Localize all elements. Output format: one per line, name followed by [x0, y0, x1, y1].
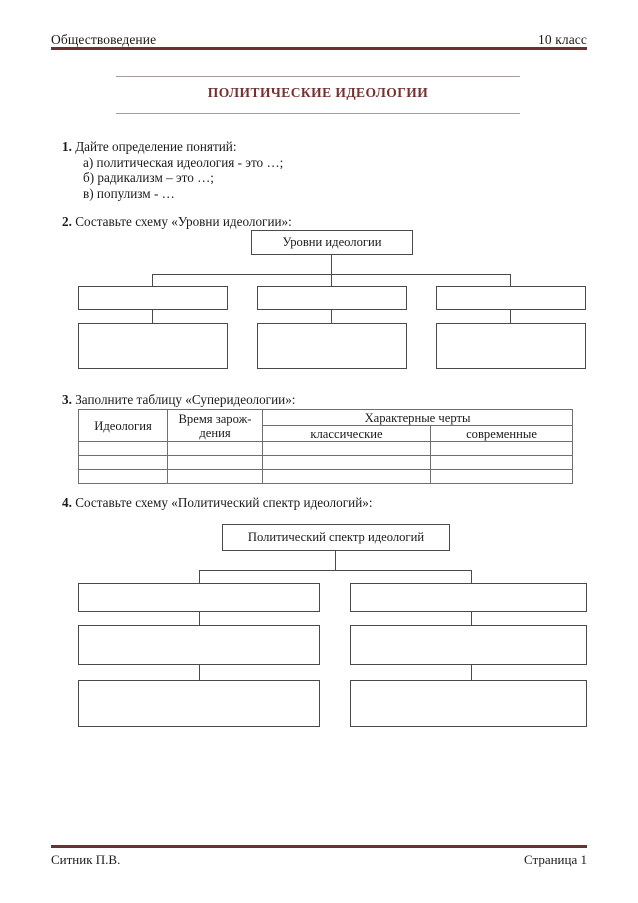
question-2-number: 2.: [62, 214, 72, 229]
table-body: [78, 441, 573, 484]
table-header-origin-time-line2: дения: [199, 425, 231, 440]
schema-spectrum-left-box-2[interactable]: [78, 625, 320, 665]
schema-spectrum-right-box-1[interactable]: [350, 583, 587, 612]
schema-spectrum-root-label: Политический спектр идеологий: [247, 530, 425, 544]
header-grade: 10 класс: [538, 32, 587, 47]
schema-levels-col3-upper-box[interactable]: [436, 286, 586, 310]
connector-drop-1: [152, 274, 154, 287]
table-superideologies: Идеология Время зарож- дения Характерные…: [78, 409, 573, 484]
schema-levels-root-box: Уровни идеологии: [251, 230, 413, 255]
schema-levels-col1-upper-box[interactable]: [78, 286, 228, 310]
page-footer: Ситник П.В. Страница 1: [51, 852, 587, 868]
connector-spectrum-drop-left: [199, 570, 201, 584]
question-3-number: 3.: [62, 392, 72, 407]
schema-spectrum-right-box-2[interactable]: [350, 625, 587, 665]
table-header-origin-time-line1: Время зарож-: [178, 411, 252, 426]
connector-drop-3: [510, 274, 512, 287]
question-4-number: 4.: [62, 495, 72, 510]
question-4-prompt: Составьте схему «Политический спектр иде…: [75, 495, 373, 510]
question-3-prompt: Заполните таблицу «Суперидеологии»:: [75, 392, 296, 407]
table-cell[interactable]: [78, 455, 168, 470]
table-cell[interactable]: [167, 469, 263, 484]
connector-spectrum-bus: [199, 570, 472, 572]
question-1-prompt: Дайте определение понятий:: [75, 139, 237, 154]
title-rule-top: [116, 76, 520, 77]
table-row: [78, 441, 573, 456]
schema-spectrum-left-box-3[interactable]: [78, 680, 320, 727]
schema-spectrum-left-box-1[interactable]: [78, 583, 320, 612]
table-cell[interactable]: [262, 469, 431, 484]
schema-levels-col2-lower-box[interactable]: [257, 323, 407, 369]
footer-page-number: Страница 1: [523, 852, 587, 867]
connector-spectrum-right-2-3: [471, 665, 473, 681]
schema-levels-col3-lower-box[interactable]: [436, 323, 586, 369]
table-header-characteristics-group: Характерные черты: [262, 409, 573, 426]
schema-spectrum-right-box-3[interactable]: [350, 680, 587, 727]
table-header: Идеология Время зарож- дения Характерные…: [78, 409, 573, 442]
question-4: 4. Составьте схему «Политический спектр …: [62, 495, 373, 511]
header-rule: [51, 47, 587, 50]
table-row: [78, 455, 573, 470]
question-1-item-a: а) политическая идеология - это …;: [83, 154, 284, 170]
question-2-prompt: Составьте схему «Уровни идеологии»:: [75, 214, 292, 229]
question-1-number: 1.: [62, 139, 72, 154]
table-header-modern: современные: [430, 425, 573, 442]
table-header-origin-time: Время зарож- дения: [167, 409, 263, 442]
footer-author: Ситник П.В.: [51, 852, 121, 867]
table-header-ideology: Идеология: [78, 409, 168, 442]
question-3: 3. Заполните таблицу «Суперидеологии»:: [62, 392, 295, 408]
title-rule-bottom: [116, 113, 520, 114]
table-row: [78, 469, 573, 484]
question-1-item-c: в) популизм - …: [83, 185, 175, 201]
schema-spectrum-root-box: Политический спектр идеологий: [222, 524, 450, 551]
schema-levels-col1-lower-box[interactable]: [78, 323, 228, 369]
table-header-classic: классические: [262, 425, 431, 442]
table-cell[interactable]: [262, 455, 431, 470]
connector-col3-mid: [510, 310, 512, 324]
table-cell[interactable]: [430, 455, 573, 470]
page-title: ПОЛИТИЧЕСКИЕ ИДЕОЛОГИИ: [207, 85, 429, 100]
schema-levels-col2-upper-box[interactable]: [257, 286, 407, 310]
table-cell[interactable]: [78, 469, 168, 484]
connector-spectrum-right-1-2: [471, 612, 473, 626]
connector-col2-mid: [331, 310, 333, 324]
connector-drop-2: [331, 274, 333, 287]
table-cell[interactable]: [167, 455, 263, 470]
connector-spectrum-drop-right: [471, 570, 473, 584]
table-cell[interactable]: [167, 441, 263, 456]
footer-rule: [51, 845, 587, 848]
schema-levels-root-label: Уровни идеологии: [282, 235, 382, 249]
table-cell[interactable]: [430, 469, 573, 484]
connector-spectrum-root-down: [335, 551, 337, 571]
connector-spectrum-left-1-2: [199, 612, 201, 626]
connector-root-down: [331, 255, 333, 275]
running-head: Обществоведение 10 класс: [51, 32, 587, 48]
table-header-row-2: классические современные: [79, 425, 573, 442]
table-cell[interactable]: [262, 441, 431, 456]
connector-spectrum-left-2-3: [199, 665, 201, 681]
connector-col1-mid: [152, 310, 154, 324]
question-1-item-b: б) радикализм – это …;: [83, 170, 214, 186]
table-header-row-1: Идеология Время зарож- дения Характерные…: [78, 409, 573, 442]
table-cell[interactable]: [78, 441, 168, 456]
header-subject: Обществоведение: [51, 32, 157, 47]
question-2: 2. Составьте схему «Уровни идеологии»:: [62, 214, 292, 230]
table-cell[interactable]: [430, 441, 573, 456]
question-1: 1. Дайте определение понятий: а) политич…: [62, 139, 283, 201]
